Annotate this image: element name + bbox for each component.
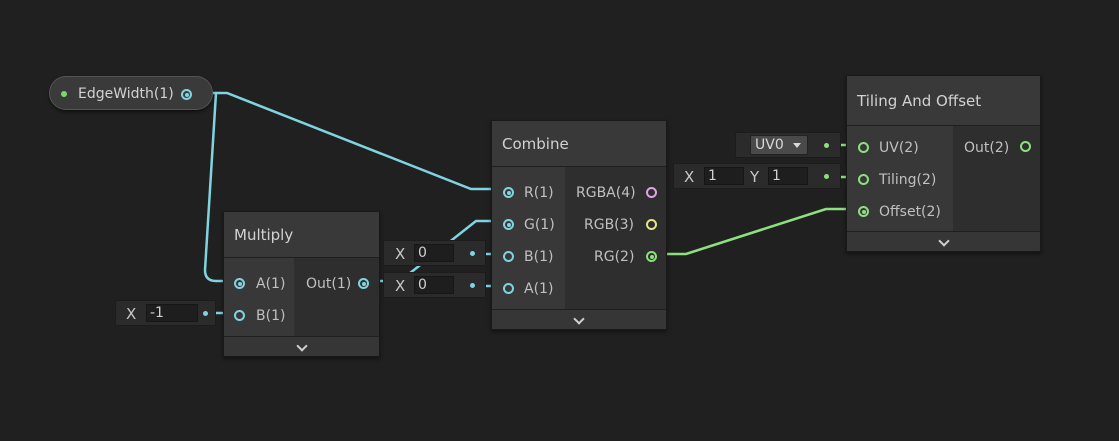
multiply-output-port[interactable] <box>358 278 369 289</box>
combine-b-value-input[interactable]: 0 <box>414 244 454 262</box>
multiply-node-header[interactable]: Multiply <box>224 212 379 258</box>
combine-node[interactable]: Combine R(1) G(1) B(1) A(1) RGBA(4) RGB(… <box>491 120 667 330</box>
tiling-node-title: Tiling And Offset <box>857 92 982 110</box>
chevron-down-icon[interactable] <box>937 235 950 247</box>
chevron-down-icon[interactable] <box>573 313 585 325</box>
combine-node-footer[interactable] <box>492 309 666 329</box>
combine-node-title: Combine <box>502 135 569 153</box>
combine-input-b-port[interactable] <box>503 251 514 262</box>
multiply-output[interactable]: Out(1) <box>306 276 376 292</box>
combine-input-g-label: G(1) <box>524 217 555 233</box>
combine-a-connector-dot <box>470 283 475 288</box>
dropdown-caret-icon <box>793 143 801 148</box>
combine-input-r-port[interactable] <box>503 187 514 198</box>
multiply-input-b-port[interactable] <box>234 310 245 321</box>
combine-a-value-field: X 0 <box>383 272 486 298</box>
tiling-input-tiling-label: Tiling(2) <box>879 172 937 188</box>
combine-a-axis-label: X <box>395 277 406 295</box>
multiply-node-footer[interactable] <box>224 336 379 356</box>
multiply-node-title: Multiply <box>234 226 294 244</box>
uv-channel-dropdown[interactable]: UV0 <box>750 135 808 155</box>
tiling-input-offset-label: Offset(2) <box>879 204 941 220</box>
multiply-output-label: Out(1) <box>306 276 352 292</box>
combine-b-axis-label: X <box>395 245 406 263</box>
property-type-dot <box>61 91 67 97</box>
multiply-b-value-field: X -1 <box>115 300 216 326</box>
combine-node-header[interactable]: Combine <box>492 121 666 167</box>
combine-input-r-label: R(1) <box>524 185 554 201</box>
tiling-input-uv-port[interactable] <box>858 142 869 153</box>
tiling-output[interactable]: Out(2) <box>964 140 1040 156</box>
tiling-node-header[interactable]: Tiling And Offset <box>847 76 1040 126</box>
tiling-y-value-input[interactable]: 1 <box>768 167 808 185</box>
tiling-x-value-input[interactable]: 1 <box>704 167 744 185</box>
combine-output-rgb-label: RGB(3) <box>584 217 635 233</box>
combine-output-rgb-port[interactable] <box>646 219 657 230</box>
multiply-input-a-label: A(1) <box>256 276 286 292</box>
combine-input-b-label: B(1) <box>524 249 554 265</box>
combine-output-rg-port[interactable] <box>646 251 657 262</box>
tiling-x-axis-label: X <box>684 168 695 186</box>
wire-combine-rg-to-tiling-offset[interactable] <box>650 207 862 256</box>
tiling-uv-field: UV0 <box>735 132 841 158</box>
combine-input-a-label: A(1) <box>524 281 554 297</box>
property-label: EdgeWidth(1) <box>78 86 174 102</box>
tiling-tiling-connector-dot <box>824 174 829 179</box>
chevron-down-icon[interactable] <box>295 340 308 352</box>
tiling-uv-connector-dot <box>824 143 829 148</box>
combine-b-connector-dot <box>470 251 475 256</box>
uv-channel-value: UV0 <box>755 137 784 153</box>
tiling-output-label: Out(2) <box>964 140 1010 156</box>
tiling-and-offset-node[interactable]: Tiling And Offset UV(2) Tiling(2) Offset… <box>846 75 1041 252</box>
multiply-b-axis-label: X <box>126 305 137 323</box>
multiply-node[interactable]: Multiply A(1) B(1) Out(1) <box>223 211 380 357</box>
property-output-port[interactable] <box>181 89 192 100</box>
wire-edgewidth-to-combine-r[interactable] <box>186 91 508 191</box>
combine-output-rg[interactable]: RG(2) <box>576 249 666 265</box>
combine-output-rg-label: RG(2) <box>594 249 635 265</box>
tiling-input-uv-label: UV(2) <box>879 140 919 156</box>
multiply-input-a-port[interactable] <box>234 278 245 289</box>
combine-output-rgba-label: RGBA(4) <box>576 185 636 201</box>
multiply-b-connector-dot <box>203 311 208 316</box>
tiling-input-offset-port[interactable] <box>858 206 869 217</box>
edgewidth-property-node[interactable]: EdgeWidth(1) <box>49 76 213 110</box>
combine-output-rgba-port[interactable] <box>646 187 657 198</box>
tiling-y-axis-label: Y <box>750 168 760 186</box>
combine-input-a-port[interactable] <box>503 283 514 294</box>
multiply-input-b-label: B(1) <box>256 308 286 324</box>
combine-output-rgb[interactable]: RGB(3) <box>576 217 666 233</box>
combine-input-g-port[interactable] <box>503 219 514 230</box>
combine-a-value-input[interactable]: 0 <box>414 276 454 294</box>
combine-output-rgba[interactable]: RGBA(4) <box>576 185 666 201</box>
tiling-tiling-field: X 1 Y 1 <box>673 163 841 189</box>
tiling-output-port[interactable] <box>1020 141 1031 152</box>
combine-b-value-field: X 0 <box>383 240 486 266</box>
tiling-input-tiling-port[interactable] <box>858 174 869 185</box>
tiling-node-footer[interactable] <box>847 231 1040 251</box>
multiply-b-value-input[interactable]: -1 <box>146 304 198 322</box>
multiply-inputs-panel <box>224 258 294 337</box>
